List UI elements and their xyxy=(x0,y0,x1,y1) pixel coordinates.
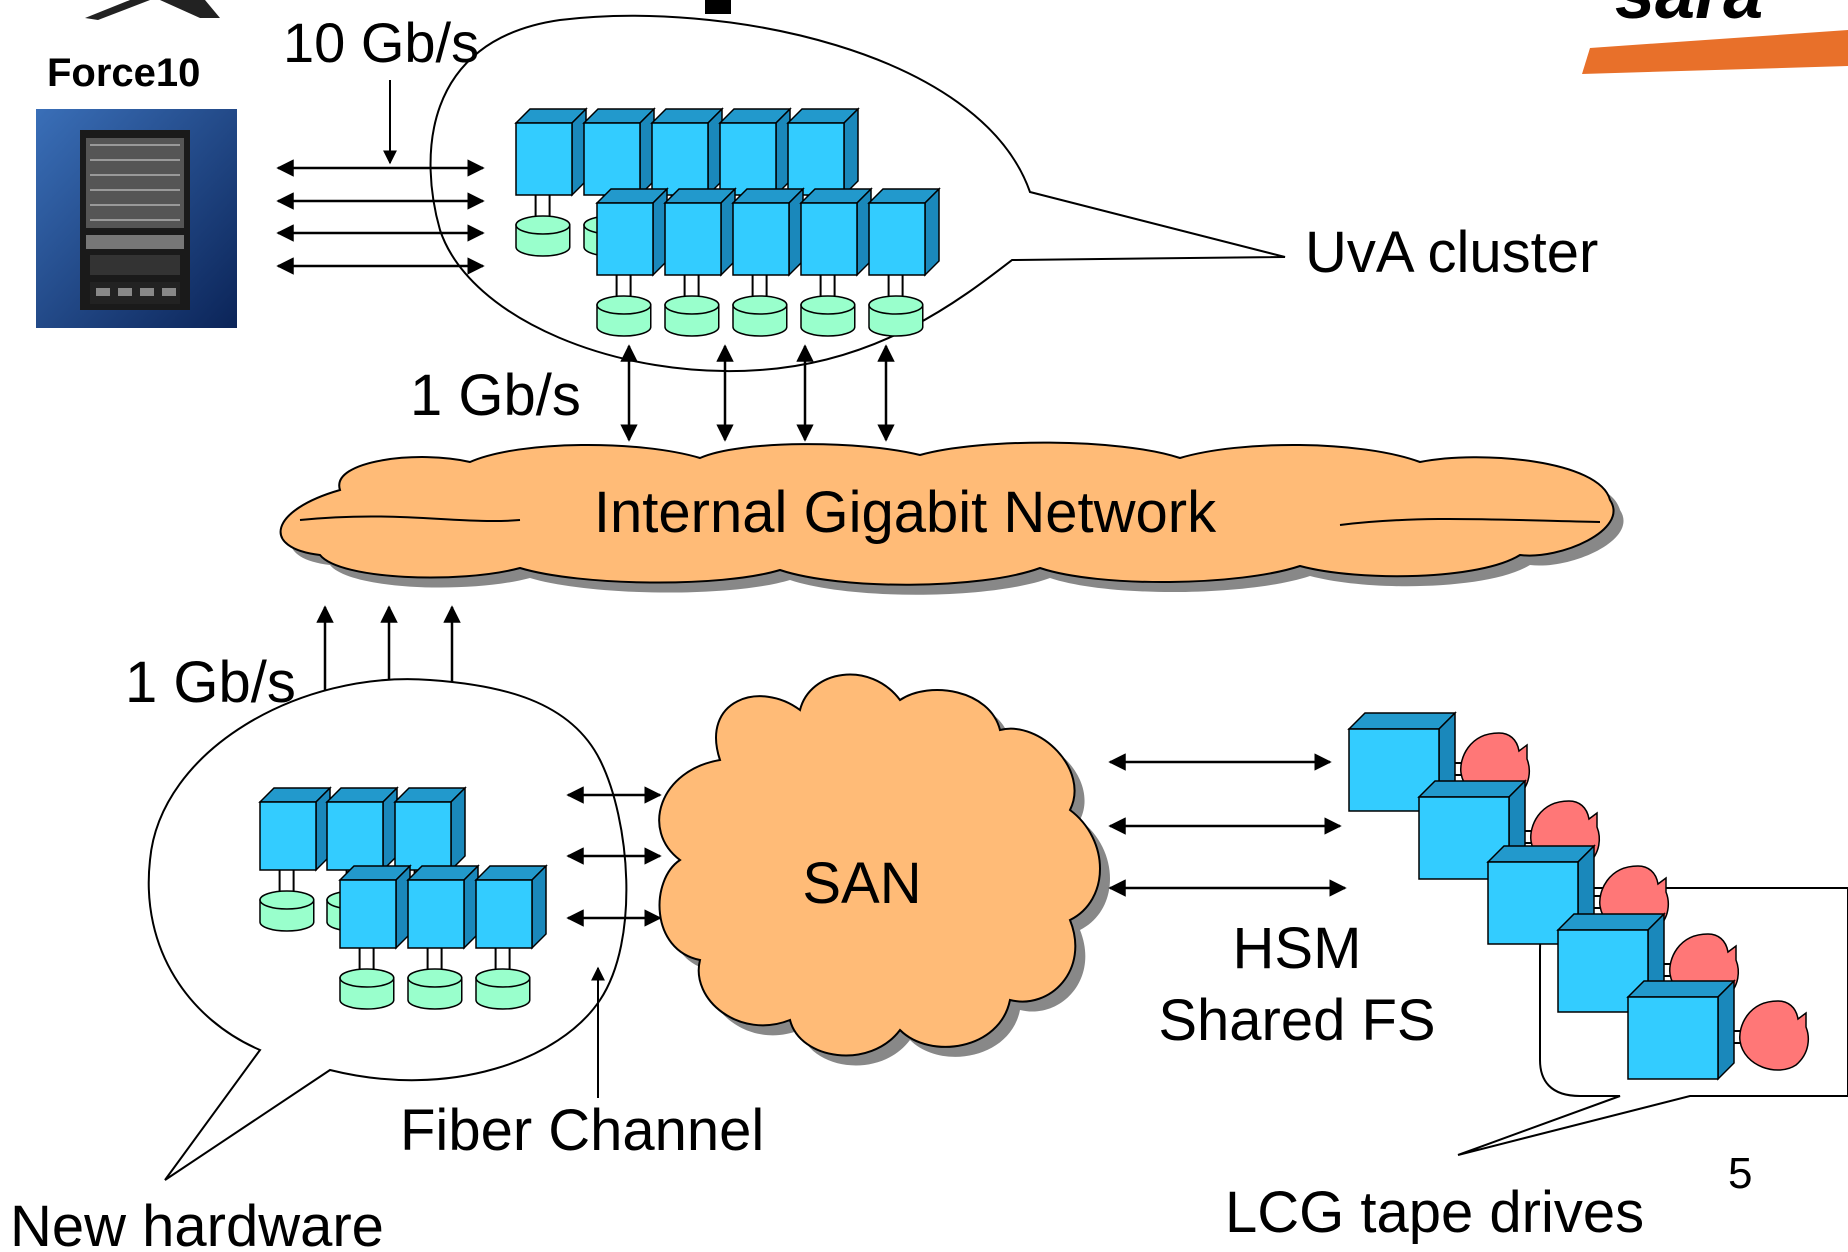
new-hardware-label: New hardware xyxy=(10,1194,384,1252)
shared-fs-label: Shared FS xyxy=(1158,988,1435,1053)
new-hardware-nodes xyxy=(258,786,548,1010)
fiber-channel-label: Fiber Channel xyxy=(400,1098,764,1163)
disk-icon xyxy=(800,295,856,337)
speed-10g-label: 10 Gb/s xyxy=(283,11,479,74)
server-node-icon xyxy=(393,786,467,872)
newhw-back-node xyxy=(258,786,332,932)
disk-icon xyxy=(259,890,315,932)
speed-1g-bottom-label: 1 Gb/s xyxy=(125,650,296,715)
server-node-icon xyxy=(731,187,805,277)
server-node-icon xyxy=(474,864,548,950)
lcg-tape-drives-label: LCG tape drives xyxy=(1225,1180,1644,1245)
server-node-icon xyxy=(650,107,724,197)
disk-icon xyxy=(868,295,924,337)
disk-icon xyxy=(515,215,571,257)
server-node-icon xyxy=(258,786,332,872)
uva-front-node xyxy=(799,187,873,337)
speed-1g-top-label: 1 Gb/s xyxy=(410,363,581,428)
server-node-icon xyxy=(799,187,873,277)
ten-gig-links xyxy=(276,159,485,275)
top-left-logo-fragment xyxy=(85,0,220,20)
uva-front-node xyxy=(731,187,805,337)
server-node-icon xyxy=(582,107,656,197)
disk-icon xyxy=(475,968,531,1010)
disk-icon xyxy=(664,295,720,337)
newhw-front-node xyxy=(406,864,480,1010)
page-number: 5 xyxy=(1728,1149,1752,1198)
sara-logo: sara xyxy=(1582,0,1848,74)
svg-text:sara: sara xyxy=(1615,0,1763,34)
server-node-icon xyxy=(325,786,399,872)
hsm-label: HSM xyxy=(1233,916,1362,981)
uva-front-node xyxy=(867,187,941,337)
server-node-icon xyxy=(718,107,792,197)
san-label: SAN xyxy=(802,851,921,916)
server-node-icon xyxy=(406,864,480,950)
internal-network-label: Internal Gigabit Network xyxy=(594,480,1217,545)
tape-drive-icon xyxy=(1626,979,1810,1081)
uva-front-node xyxy=(595,187,669,337)
server-node-icon xyxy=(338,864,412,950)
uva-back-node xyxy=(514,107,588,257)
server-node-icon xyxy=(786,107,860,197)
disk-icon xyxy=(596,295,652,337)
newhw-front-node xyxy=(474,864,548,1010)
disk-icon xyxy=(339,968,395,1010)
server-node-icon xyxy=(663,187,737,277)
newhw-front-node xyxy=(338,864,412,1010)
uva-to-network-links xyxy=(620,344,895,442)
san-cloud xyxy=(658,673,1110,1066)
fiber-channel-links xyxy=(566,786,662,927)
disk-icon xyxy=(732,295,788,337)
uva-front-node xyxy=(663,187,737,337)
server-node-icon xyxy=(595,187,669,277)
san-to-tape-links xyxy=(1108,753,1347,897)
uva-cluster-label: UvA cluster xyxy=(1305,220,1598,285)
server-node-icon xyxy=(514,107,588,197)
uva-cluster-nodes xyxy=(514,107,941,337)
title-fragment xyxy=(705,0,731,14)
internal-network-cloud xyxy=(279,441,1624,595)
tape-drives xyxy=(1347,711,1810,1081)
server-node-icon xyxy=(867,187,941,277)
force10-switch-image xyxy=(36,109,237,328)
tape-server-cube xyxy=(1626,979,1736,1081)
disk-icon xyxy=(407,968,463,1010)
force10-label: Force10 xyxy=(47,51,200,95)
